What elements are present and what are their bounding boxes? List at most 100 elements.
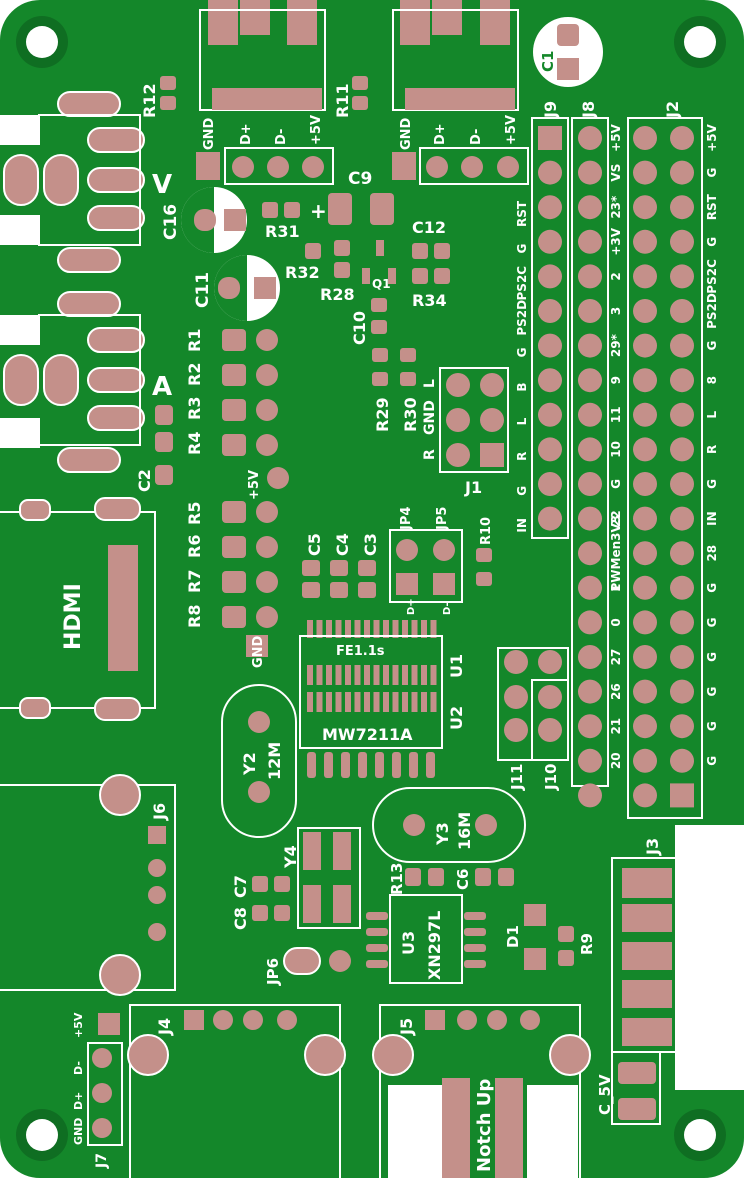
resistor-pad-3-b: [256, 399, 278, 421]
label-jp4: JP4: [399, 507, 414, 531]
u1-pin-mid-11: [402, 665, 408, 685]
label-j10: J10: [542, 764, 560, 791]
u2-pin-top-6: [354, 692, 361, 712]
u2-pin-bottom-3: [341, 752, 350, 778]
j2-pin-a1: [633, 126, 657, 150]
j2-pin-a2: [633, 160, 657, 185]
jp6-pad-b: [329, 950, 351, 972]
label-j2: J2: [663, 101, 682, 119]
resistor-pad-2-b: [256, 364, 278, 386]
u2-pin-bottom-8: [426, 752, 435, 778]
j2-pin-a16: [633, 645, 657, 669]
label-j6: J6: [150, 803, 169, 821]
c5-pad-a: [302, 560, 320, 576]
j9-pin-label-3: PS2C: [515, 266, 529, 301]
j8-pin-10: [578, 437, 602, 462]
j8-pin-15: [578, 610, 602, 635]
j8-pin-label-10: 10: [609, 441, 623, 458]
c11-pad-a: [218, 277, 240, 299]
j2-pin-b13: [670, 541, 694, 566]
u1-pin-mid-2: [316, 665, 323, 685]
j2-pin-label-14: G: [705, 583, 719, 593]
c5v-pad-b: [618, 1098, 656, 1120]
c12-pad-a: [412, 243, 428, 259]
u1-pin-mid-5: [345, 665, 351, 685]
u1-chip: [307, 620, 437, 778]
j8-pin-label-8: 9: [609, 376, 623, 384]
j2-pin-b18: [670, 714, 694, 739]
label-jp6: JP6: [264, 958, 282, 986]
label-gnd-top-right: GND: [399, 117, 414, 150]
y4-pad-c: [303, 885, 321, 923]
label-j1-l: L: [422, 379, 438, 388]
j11-pad-4: [538, 685, 562, 709]
j9-pin-label-2: G: [515, 244, 529, 254]
c3-pad-b: [358, 582, 376, 598]
u1-pin-top-2: [316, 620, 323, 638]
r12-pad-a: [160, 76, 176, 90]
j8-pin-label-18: 21: [609, 718, 623, 735]
c5-pad-b: [302, 582, 320, 598]
label-mw: MW7211A: [322, 725, 413, 744]
c7-pad-a: [252, 876, 268, 892]
r9-pad-b: [558, 950, 574, 966]
j2-pin-a19: [633, 748, 657, 773]
u1-pin-mid-13: [421, 665, 427, 685]
y4-pad-a: [303, 832, 321, 870]
u2-pin-bottom-1: [307, 752, 316, 778]
label-hdmi: HDMI: [61, 583, 86, 650]
u1-pin-top-11: [402, 620, 408, 638]
u1-pin-top-12: [411, 620, 418, 638]
label-dplus-top-right: D+: [433, 123, 448, 145]
u2-pin-top-4: [335, 692, 342, 712]
jack-a: [0, 291, 145, 473]
y4-pad-d: [333, 885, 351, 923]
c5v-pad-a: [618, 1062, 656, 1084]
label-r10: R10: [479, 517, 494, 545]
j8-pin-label-14: 1: [609, 584, 623, 592]
d1-pad-a: [524, 904, 546, 926]
jp4-jp5-outline: [389, 529, 463, 603]
j5-connector: [372, 1004, 591, 1178]
r30-pad-a: [400, 348, 416, 362]
u1-pin-top-6: [354, 620, 361, 638]
j8-pin-5: [578, 264, 602, 289]
c4-pad-b: [330, 582, 348, 598]
j2-pin-b8: [670, 368, 694, 393]
j9-pin-4: [538, 229, 562, 254]
r34-pad-a: [412, 268, 428, 284]
j8-pin-label-5: 2: [609, 272, 623, 280]
j2-pin-b16: [670, 645, 694, 669]
jp4-pad-b: [396, 573, 418, 595]
resistor-pad-4-b: [256, 434, 278, 456]
label-v: V: [152, 170, 172, 200]
j2-pin-label-18: G: [705, 721, 719, 731]
j2-pin-a17: [633, 679, 657, 704]
j8-pin-12: [578, 506, 602, 531]
j3-pad-1: [622, 868, 672, 898]
j9-pin-label-6: B: [515, 382, 529, 391]
u3-pin-right-4: [464, 960, 486, 968]
label-j1-r: R: [422, 449, 438, 460]
j9-pin-11: [538, 472, 562, 496]
u3-chip: [366, 912, 486, 968]
label-r28: R28: [320, 285, 355, 304]
j8-pin-label-17: 26: [609, 683, 623, 700]
y4-pad-b: [333, 832, 351, 870]
label-u2: U2: [447, 706, 466, 730]
usb-header-right: [392, 147, 529, 185]
resistor-pad-1-b: [256, 329, 278, 351]
r10-pad-a: [476, 548, 492, 562]
label-r13: R13: [388, 863, 406, 895]
c2-pad-b: [155, 432, 173, 452]
c2-pad-a: [155, 405, 173, 425]
j2-pin-label-13: 28: [705, 545, 719, 562]
u1-pin-top-8: [373, 620, 380, 638]
j3-pad-2: [622, 904, 672, 932]
u2-pin-top-14: [430, 692, 437, 712]
resistor-pad-7-b: [256, 571, 278, 593]
hdmi-connector: [0, 497, 156, 721]
j2-pin-b20: [670, 783, 694, 808]
label-jp5-dminus: D-: [442, 602, 453, 615]
